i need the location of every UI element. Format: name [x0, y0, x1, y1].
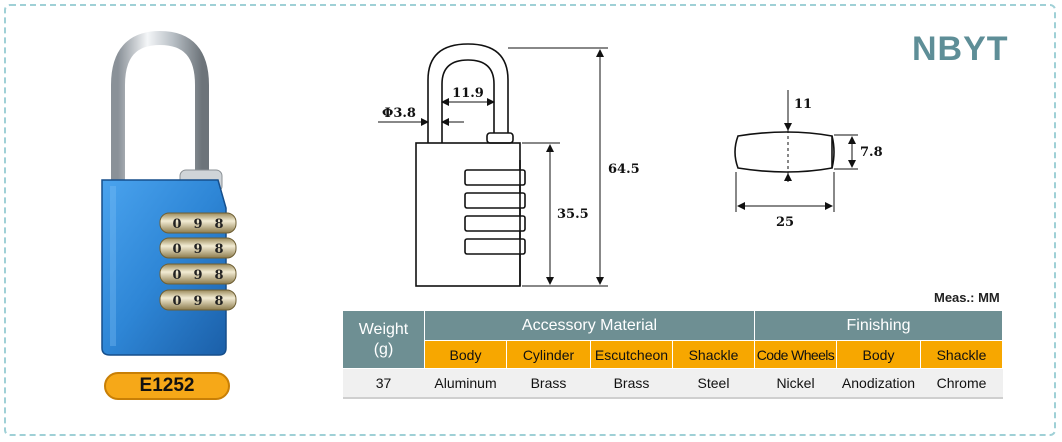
weight-header: Weight	[358, 320, 409, 338]
dim-total-height: 64.5	[608, 162, 640, 177]
weight-header-cell: Weight (g)	[342, 310, 425, 369]
value-code-wheels-finish: Nickel	[754, 368, 837, 399]
subheader-body: Body	[424, 340, 507, 369]
brand-logo: NBYT	[912, 30, 1009, 68]
svg-text:8: 8	[214, 217, 223, 232]
subheader-cylinder: Cylinder	[506, 340, 591, 369]
dim-wheel-top: 11	[794, 97, 812, 112]
svg-text:8: 8	[214, 294, 223, 309]
weight-unit: (g)	[373, 340, 394, 358]
dial-wheel-2[interactable]: 0 9 8	[159, 237, 237, 259]
code-wheel-outline	[734, 131, 833, 173]
page-frame	[4, 4, 1056, 436]
svg-text:0: 0	[172, 268, 181, 283]
svg-text:0: 0	[172, 242, 181, 257]
finishing-header: Finishing	[754, 310, 1003, 341]
svg-text:9: 9	[193, 242, 202, 257]
accessory-header: Accessory Material	[424, 310, 755, 341]
svg-text:0: 0	[172, 294, 181, 309]
svg-text:9: 9	[193, 217, 202, 232]
svg-text:0: 0	[172, 217, 181, 232]
shackle	[111, 30, 209, 197]
subheader-escutcheon: Escutcheon	[590, 340, 673, 369]
dim-shackle-diameter: Φ3.8	[382, 106, 416, 121]
dim-wheel-length: 25	[776, 215, 794, 230]
dim-shackle-width: 11.9	[452, 86, 484, 101]
svg-text:8: 8	[214, 268, 223, 283]
padlock-photo: 0 9 8 0 9 8 0 9 8 0 9 8	[101, 30, 237, 356]
model-badge: E1252	[104, 372, 230, 400]
subheader-shackle: Shackle	[672, 340, 755, 369]
value-shackle-material: Steel	[672, 368, 755, 399]
dial-wheel-4[interactable]: 0 9 8	[159, 289, 237, 311]
svg-text:8: 8	[214, 242, 223, 257]
value-weight: 37	[342, 368, 425, 399]
technical-drawing: 11.9 Φ3.8 64.5 35.5 11 7.8 25	[378, 43, 883, 287]
value-body-material: Aluminum	[424, 368, 507, 399]
shackle-outline	[427, 43, 509, 143]
value-shackle-finish: Chrome	[920, 368, 1003, 399]
dim-wheel-thickness: 7.8	[860, 145, 883, 160]
spec-table: Weight (g) Accessory Material Finishing …	[342, 310, 1003, 399]
value-body-finish: Anodization	[836, 368, 921, 399]
svg-text:9: 9	[193, 294, 202, 309]
model-number: E1252	[139, 375, 195, 396]
dim-body-height: 35.5	[557, 207, 589, 222]
lock-body-outline	[415, 142, 521, 287]
subheader-finish-body: Body	[836, 340, 921, 369]
value-cylinder-material: Brass	[506, 368, 591, 399]
dial-wheel-3[interactable]: 0 9 8	[159, 263, 237, 285]
subheader-finish-shackle: Shackle	[920, 340, 1003, 369]
svg-text:9: 9	[193, 268, 202, 283]
units-note: Meas.: MM	[934, 290, 1000, 305]
subheader-code-wheels: Code Wheels	[754, 340, 837, 369]
dial-wheel-1[interactable]: 0 9 8	[159, 212, 237, 234]
value-escutcheon-material: Brass	[590, 368, 673, 399]
